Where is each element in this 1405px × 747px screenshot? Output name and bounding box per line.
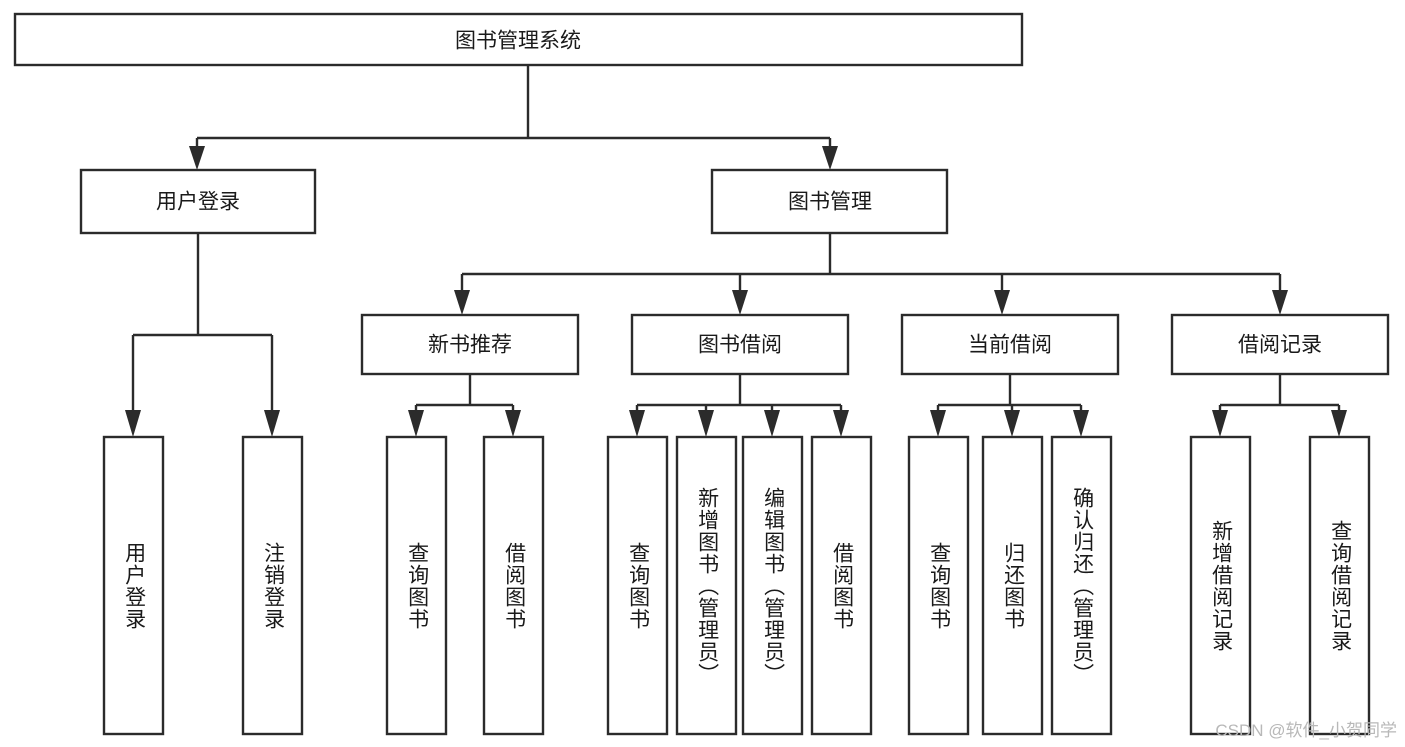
node-new-book-rec[interactable]: 新书推荐	[360, 313, 580, 376]
arrow-head-book-borrow	[732, 290, 748, 315]
connector-group-current-borrow	[930, 374, 1089, 437]
node-leaf-query-book-2-rect[interactable]	[606, 435, 669, 736]
arrow-head-borrow-record	[1272, 290, 1288, 315]
arrow-head-leaf-query-book-1	[408, 410, 424, 437]
connector-group-user-login	[125, 233, 280, 437]
node-leaf-query-book-1-rect[interactable]	[385, 435, 448, 736]
node-leaf-edit-book-rect[interactable]	[741, 435, 804, 736]
node-book-manage-rect[interactable]	[710, 168, 949, 235]
arrow-head-current-borrow	[994, 290, 1010, 315]
node-root-label: 图书管理系统	[455, 30, 581, 53]
node-user-login[interactable]: 用户登录	[79, 168, 317, 235]
arrow-head-leaf-user-logout	[264, 410, 280, 437]
arrow-head-leaf-confirm-return	[1073, 410, 1089, 437]
node-leaf-user-logout-rect[interactable]	[241, 435, 304, 736]
leaf-box-group	[102, 435, 1371, 736]
connector-group-book-borrow	[629, 374, 849, 437]
node-borrow-record-rect[interactable]	[1170, 313, 1390, 376]
node-leaf-borrow-book-2-rect[interactable]	[810, 435, 873, 736]
arrow-head-leaf-query-record	[1331, 410, 1347, 437]
arrow-head-leaf-borrow-book-2	[833, 410, 849, 437]
node-leaf-borrow-book-1-rect[interactable]	[482, 435, 545, 736]
arrow-head-leaf-query-book-2	[629, 410, 645, 437]
csdn-watermark: CSDN @软件_小贺同学	[1215, 721, 1397, 740]
node-book-manage-label: 图书管理	[788, 191, 872, 214]
arrow-head-leaf-return-book	[1004, 410, 1020, 437]
connector-group-borrow-record	[1212, 374, 1347, 437]
node-leaf-query-record-rect[interactable]	[1308, 435, 1371, 736]
node-book-borrow[interactable]: 图书借阅	[630, 313, 850, 376]
node-new-book-rec-label: 新书推荐	[428, 334, 512, 357]
node-borrow-record-label: 借阅记录	[1238, 334, 1322, 357]
node-leaf-add-book-rect[interactable]	[675, 435, 738, 736]
connector-group-root	[189, 65, 838, 170]
node-leaf-return-book-rect[interactable]	[981, 435, 1044, 736]
arrow-head-leaf-add-book	[698, 410, 714, 437]
arrow-head-book-manage	[822, 146, 838, 170]
arrow-head-leaf-borrow-book-1	[505, 410, 521, 437]
node-leaf-add-record-rect[interactable]	[1189, 435, 1252, 736]
node-book-borrow-rect[interactable]	[630, 313, 850, 376]
node-leaf-confirm-return-rect[interactable]	[1050, 435, 1113, 736]
arrow-head-new-book-rec	[454, 290, 470, 315]
arrow-head-leaf-edit-book	[764, 410, 780, 437]
arrow-head-leaf-user-login	[125, 410, 141, 437]
node-root[interactable]: 图书管理系统	[13, 12, 1024, 67]
node-current-borrow-label: 当前借阅	[968, 334, 1052, 357]
node-leaf-query-book-3-rect[interactable]	[907, 435, 970, 736]
node-borrow-record[interactable]: 借阅记录	[1170, 313, 1390, 376]
connector-group-book-manage	[454, 233, 1288, 315]
node-book-borrow-label: 图书借阅	[698, 334, 782, 357]
node-book-manage[interactable]: 图书管理	[710, 168, 949, 235]
node-current-borrow-rect[interactable]	[900, 313, 1120, 376]
arrow-head-leaf-query-book-3	[930, 410, 946, 437]
node-new-book-rec-rect[interactable]	[360, 313, 580, 376]
node-user-login-label: 用户登录	[156, 191, 240, 214]
arrow-head-leaf-add-record	[1212, 410, 1228, 437]
node-leaf-user-login-rect[interactable]	[102, 435, 165, 736]
node-user-login-rect[interactable]	[79, 168, 317, 235]
node-root-rect[interactable]	[13, 12, 1024, 67]
node-current-borrow[interactable]: 当前借阅	[900, 313, 1120, 376]
arrow-head-user-login	[189, 146, 205, 170]
connector-group-new-book-rec	[408, 374, 521, 437]
